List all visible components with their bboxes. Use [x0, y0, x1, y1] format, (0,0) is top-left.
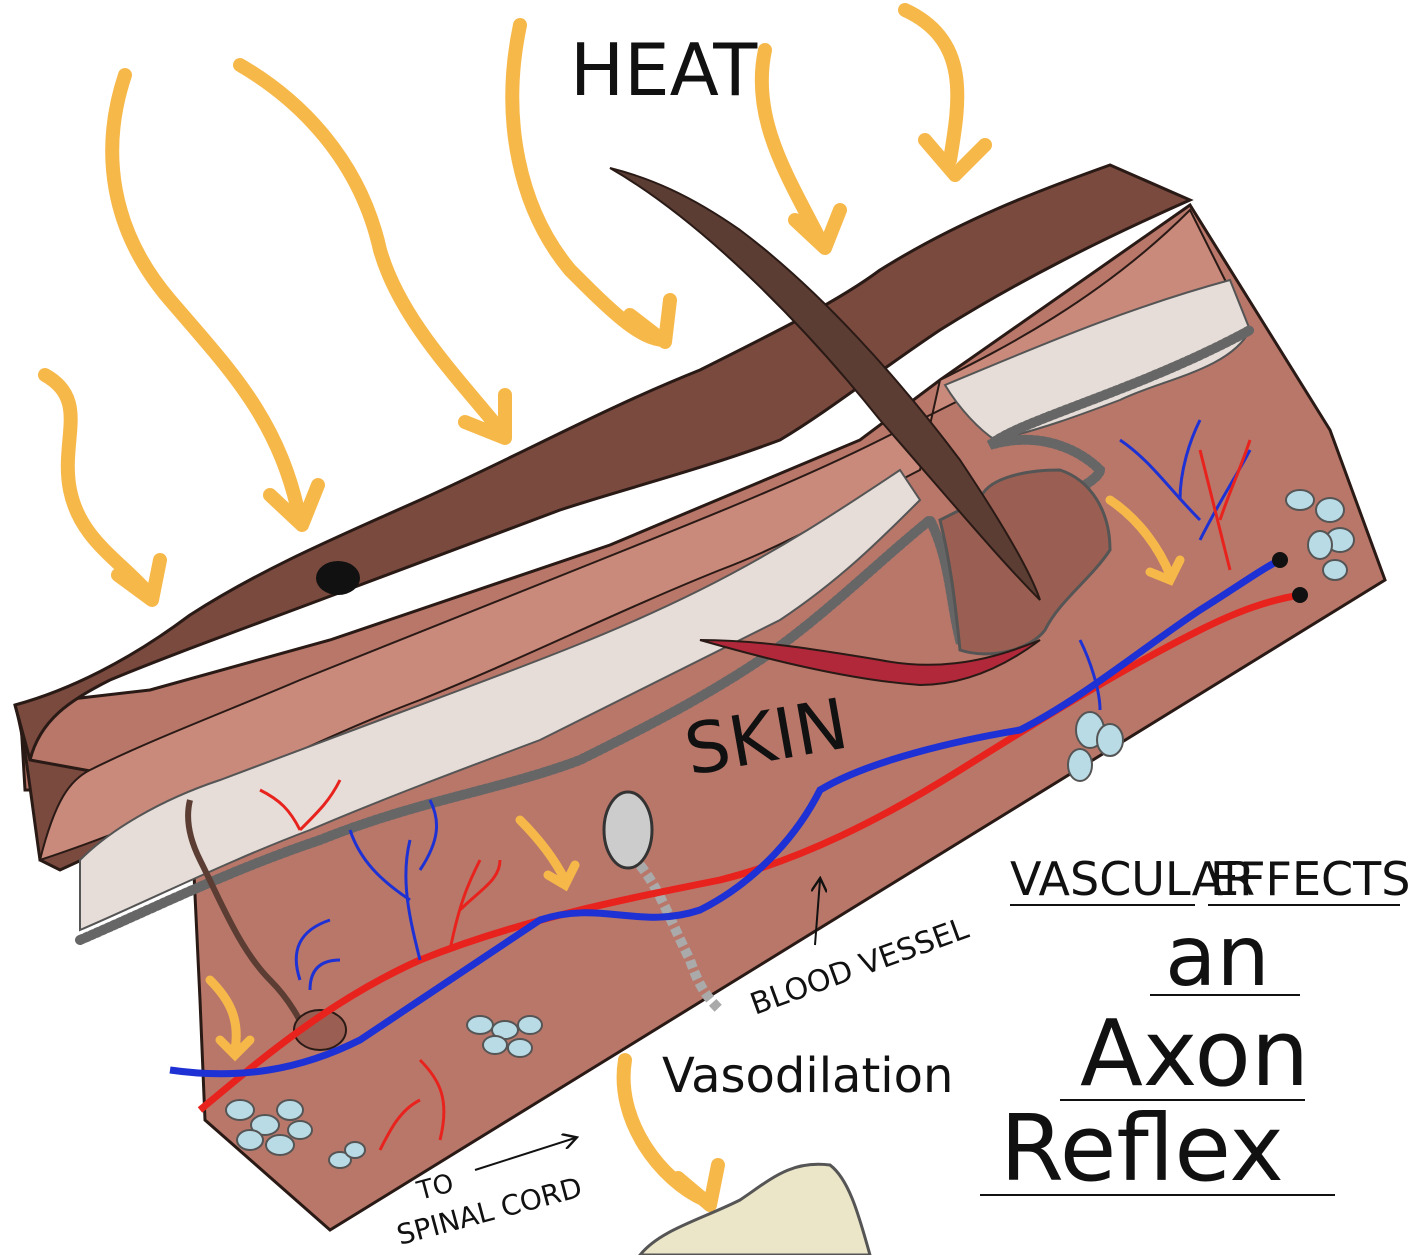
- artery: [197, 591, 1301, 1113]
- blood-vessel-pointer: [815, 880, 820, 946]
- nerve-ending-coil: [293, 1009, 347, 1051]
- artery-opening: [1292, 587, 1308, 603]
- hair-shaft: [609, 167, 1041, 601]
- spinal-cord-arrow: [474, 1138, 575, 1171]
- heat-arrow-7: [616, 1053, 725, 1212]
- vein: [169, 556, 1282, 1078]
- tooth-shape: [638, 1162, 872, 1255]
- skin-block: [13, 163, 1387, 1232]
- dermis-upper-layer: [38, 208, 1232, 862]
- dermis-front-face: [18, 202, 1387, 1232]
- heat-arrow-4: [505, 18, 677, 349]
- heat-arrow-5: [754, 43, 847, 255]
- title-reflex: Reflex: [1000, 1095, 1284, 1202]
- skin-top-surface: [13, 163, 1194, 766]
- arrector-pili-muscle: [699, 639, 1041, 687]
- heat-arrow-6: [898, 3, 992, 182]
- internal-heat-arrows: [205, 495, 1185, 1062]
- heat-arrow-2: [105, 68, 325, 532]
- sensory-receptor: [602, 790, 724, 1014]
- heat-arrow-3: [233, 58, 512, 445]
- fat-cells: [225, 489, 1355, 1169]
- vein-opening: [1272, 552, 1288, 568]
- heat-label: HEAT: [570, 28, 758, 112]
- title-block: VASCULAR EFFECTS an Axon Reflex: [980, 852, 1410, 1202]
- heat-arrows: [38, 3, 992, 1212]
- capillary-branches: [259, 419, 1252, 1151]
- title-axon: Axon: [1080, 1000, 1309, 1107]
- sweat-pore: [316, 561, 360, 595]
- nerve-fiber: [185, 799, 313, 1042]
- title-word-vascular: VASCULAR: [1010, 852, 1255, 906]
- title-word-effects: EFFECTS: [1210, 852, 1410, 906]
- title-an: an: [1165, 907, 1270, 1005]
- basal-cell-border: [75, 325, 1255, 945]
- vasodilation-label: Vasodilation: [662, 1048, 953, 1104]
- heat-arrow-1: [38, 368, 167, 607]
